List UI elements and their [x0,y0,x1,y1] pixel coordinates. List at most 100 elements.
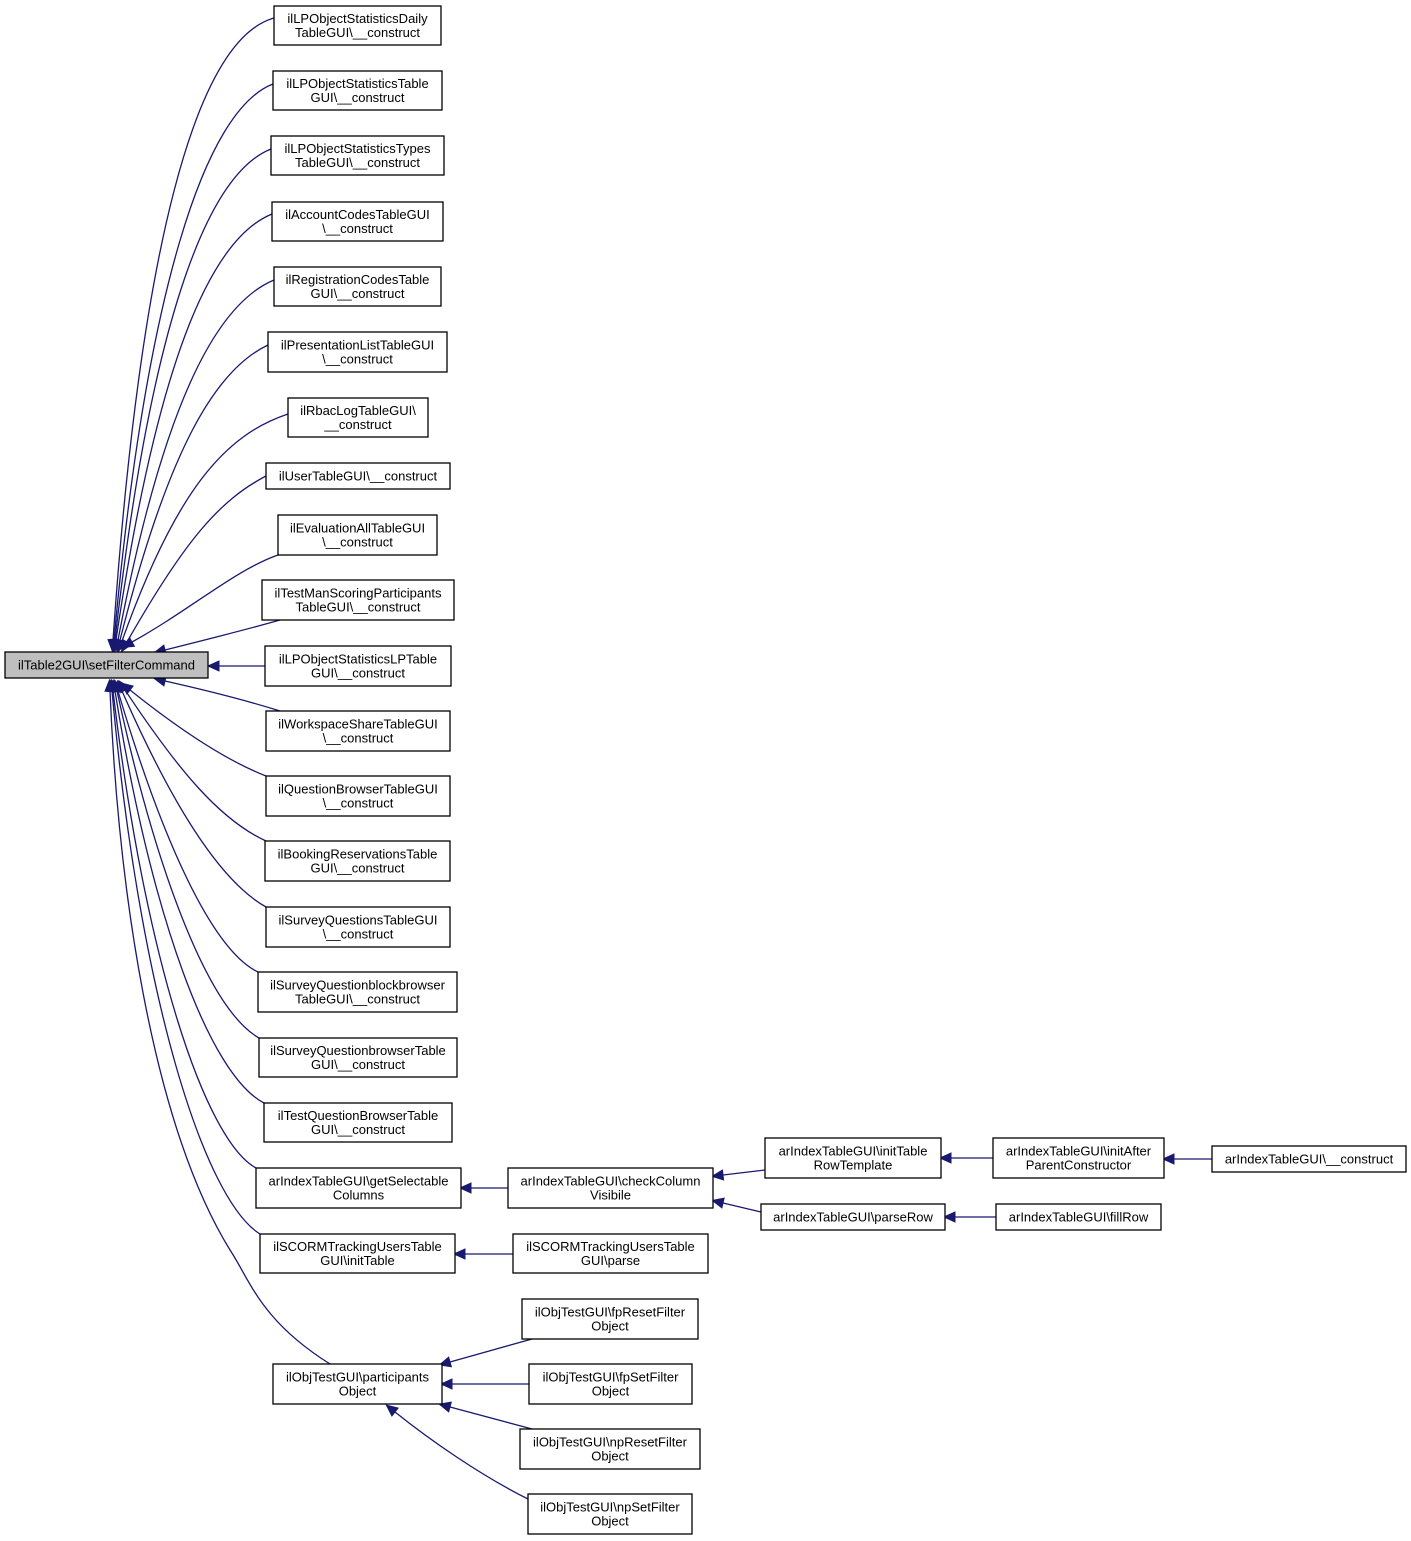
node-box[interactable] [273,5,442,46]
arrowhead-icon [452,1248,466,1260]
node-box[interactable] [521,1298,699,1340]
edge-n14-to-root [118,679,267,842]
edge-line [164,619,281,651]
node-n4[interactable]: ilAccountCodesTableGUI\__construct [271,201,444,242]
node-box[interactable] [764,1137,942,1179]
node-box[interactable] [265,462,451,490]
node-n15[interactable]: ilSurveyQuestionsTableGUI\__construct [265,906,451,948]
node-label-line: ilUserTableGUI\__construct [279,469,438,484]
node-box[interactable] [261,579,455,621]
node-e1[interactable]: arIndexTableGUI\initAfterParentConstruct… [992,1137,1165,1179]
node-box[interactable] [257,971,458,1013]
node-box[interactable] [263,1102,453,1143]
node-box[interactable] [512,1233,709,1274]
arrowhead-icon [104,678,116,692]
node-n9[interactable]: ilEvaluationAllTableGUI\__construct [277,514,438,556]
node-box[interactable] [271,201,444,242]
node-label-line: ilObjTestGUI\fpResetFilter [535,1305,686,1320]
node-label-line: Columns [333,1188,385,1203]
node-box[interactable] [992,1137,1165,1179]
node-label-line: ilSurveyQuestionsTableGUI [279,913,438,928]
node-n3[interactable]: ilLPObjectStatisticsTypesTableGUI\__cons… [270,135,445,176]
node-label-line: arIndexTableGUI\initTable [779,1144,928,1159]
node-box[interactable] [255,1167,462,1209]
node-box[interactable] [528,1363,693,1405]
node-box[interactable] [760,1203,946,1231]
node-root[interactable]: ilTable2GUI\setFilterCommand [4,651,209,679]
edge-c6-to-n21 [385,1404,529,1500]
edge-n9-to-root [121,554,279,648]
node-n1[interactable]: ilLPObjectStatisticsDailyTableGUI\__cons… [273,5,442,46]
node-box[interactable] [264,840,451,882]
edge-c1-to-n19 [458,1182,508,1194]
node-box[interactable] [1211,1145,1407,1173]
node-box[interactable] [273,266,442,307]
node-n18[interactable]: ilTestQuestionBrowserTableGUI\__construc… [263,1102,453,1143]
node-box[interactable] [265,710,451,752]
node-f1[interactable]: arIndexTableGUI\__construct [1211,1145,1407,1173]
node-box[interactable] [519,1428,701,1470]
node-box[interactable] [264,645,452,687]
node-box[interactable] [4,651,209,679]
node-label-line: ParentConstructor [1026,1158,1132,1173]
node-label-line: TableGUI\__construct [295,155,420,170]
node-n13[interactable]: ilQuestionBrowserTableGUI\__construct [265,775,451,817]
node-e2[interactable]: arIndexTableGUI\fillRow [995,1203,1162,1231]
node-label-line: ilSurveyQuestionblockbrowser [270,978,446,993]
node-box[interactable] [265,906,451,948]
node-n16[interactable]: ilSurveyQuestionblockbrowserTableGUI\__c… [257,971,458,1013]
node-label-line: ilLPObjectStatisticsDaily [287,11,428,26]
node-box[interactable] [287,397,429,438]
nodes-layer: ilTable2GUI\setFilterCommand ilLPObjectSt… [4,5,1407,1535]
node-box[interactable] [272,70,443,111]
node-box[interactable] [995,1203,1162,1231]
node-label-line: Object [592,1384,630,1399]
edge-line [114,148,272,641]
node-label-line: ilPresentationListTableGUI [281,338,434,353]
node-label-line: Object [591,1319,629,1334]
node-n7[interactable]: ilRbacLogTableGUI\__construct [287,397,429,438]
node-d2[interactable]: arIndexTableGUI\parseRow [760,1203,946,1231]
edge-n12-to-root [153,675,281,712]
node-label-line: \__construct [323,796,394,811]
node-label-line: arIndexTableGUI\checkColumn [521,1174,701,1189]
edge-line [121,413,289,642]
node-n17[interactable]: ilSurveyQuestionbrowserTableGUI\__constr… [258,1037,458,1078]
node-box[interactable] [267,331,448,373]
node-box[interactable] [507,1167,714,1209]
node-box[interactable] [265,775,451,817]
node-box[interactable] [277,514,438,556]
node-n12[interactable]: ilWorkspaceShareTableGUI\__construct [265,710,451,752]
node-n11[interactable]: ilLPObjectStatisticsLPTableGUI\__constru… [264,645,452,687]
node-label-line: arIndexTableGUI\getSelectable [269,1174,449,1189]
node-label-line: GUI\parse [581,1253,640,1268]
node-box[interactable] [259,1233,456,1274]
node-n6[interactable]: ilPresentationListTableGUI\__construct [267,331,448,373]
node-label-line: ilTestQuestionBrowserTable [278,1108,438,1123]
edge-line [112,17,275,641]
node-n10[interactable]: ilTestManScoringParticipantsTableGUI\__c… [261,579,455,621]
node-label-line: ilRegistrationCodesTable [286,272,430,287]
node-box[interactable] [272,1363,443,1405]
edge-c3-to-n21 [438,1338,533,1368]
edge-d1-to-c1 [710,1169,766,1181]
node-box[interactable] [270,135,445,176]
node-box[interactable] [258,1037,458,1078]
edge-line [111,690,261,1235]
node-n8[interactable]: ilUserTableGUI\__construct [265,462,451,490]
node-n14[interactable]: ilBookingReservationsTableGUI\__construc… [264,840,451,882]
edge-n17-to-root [111,679,260,1039]
node-box[interactable] [527,1493,693,1535]
